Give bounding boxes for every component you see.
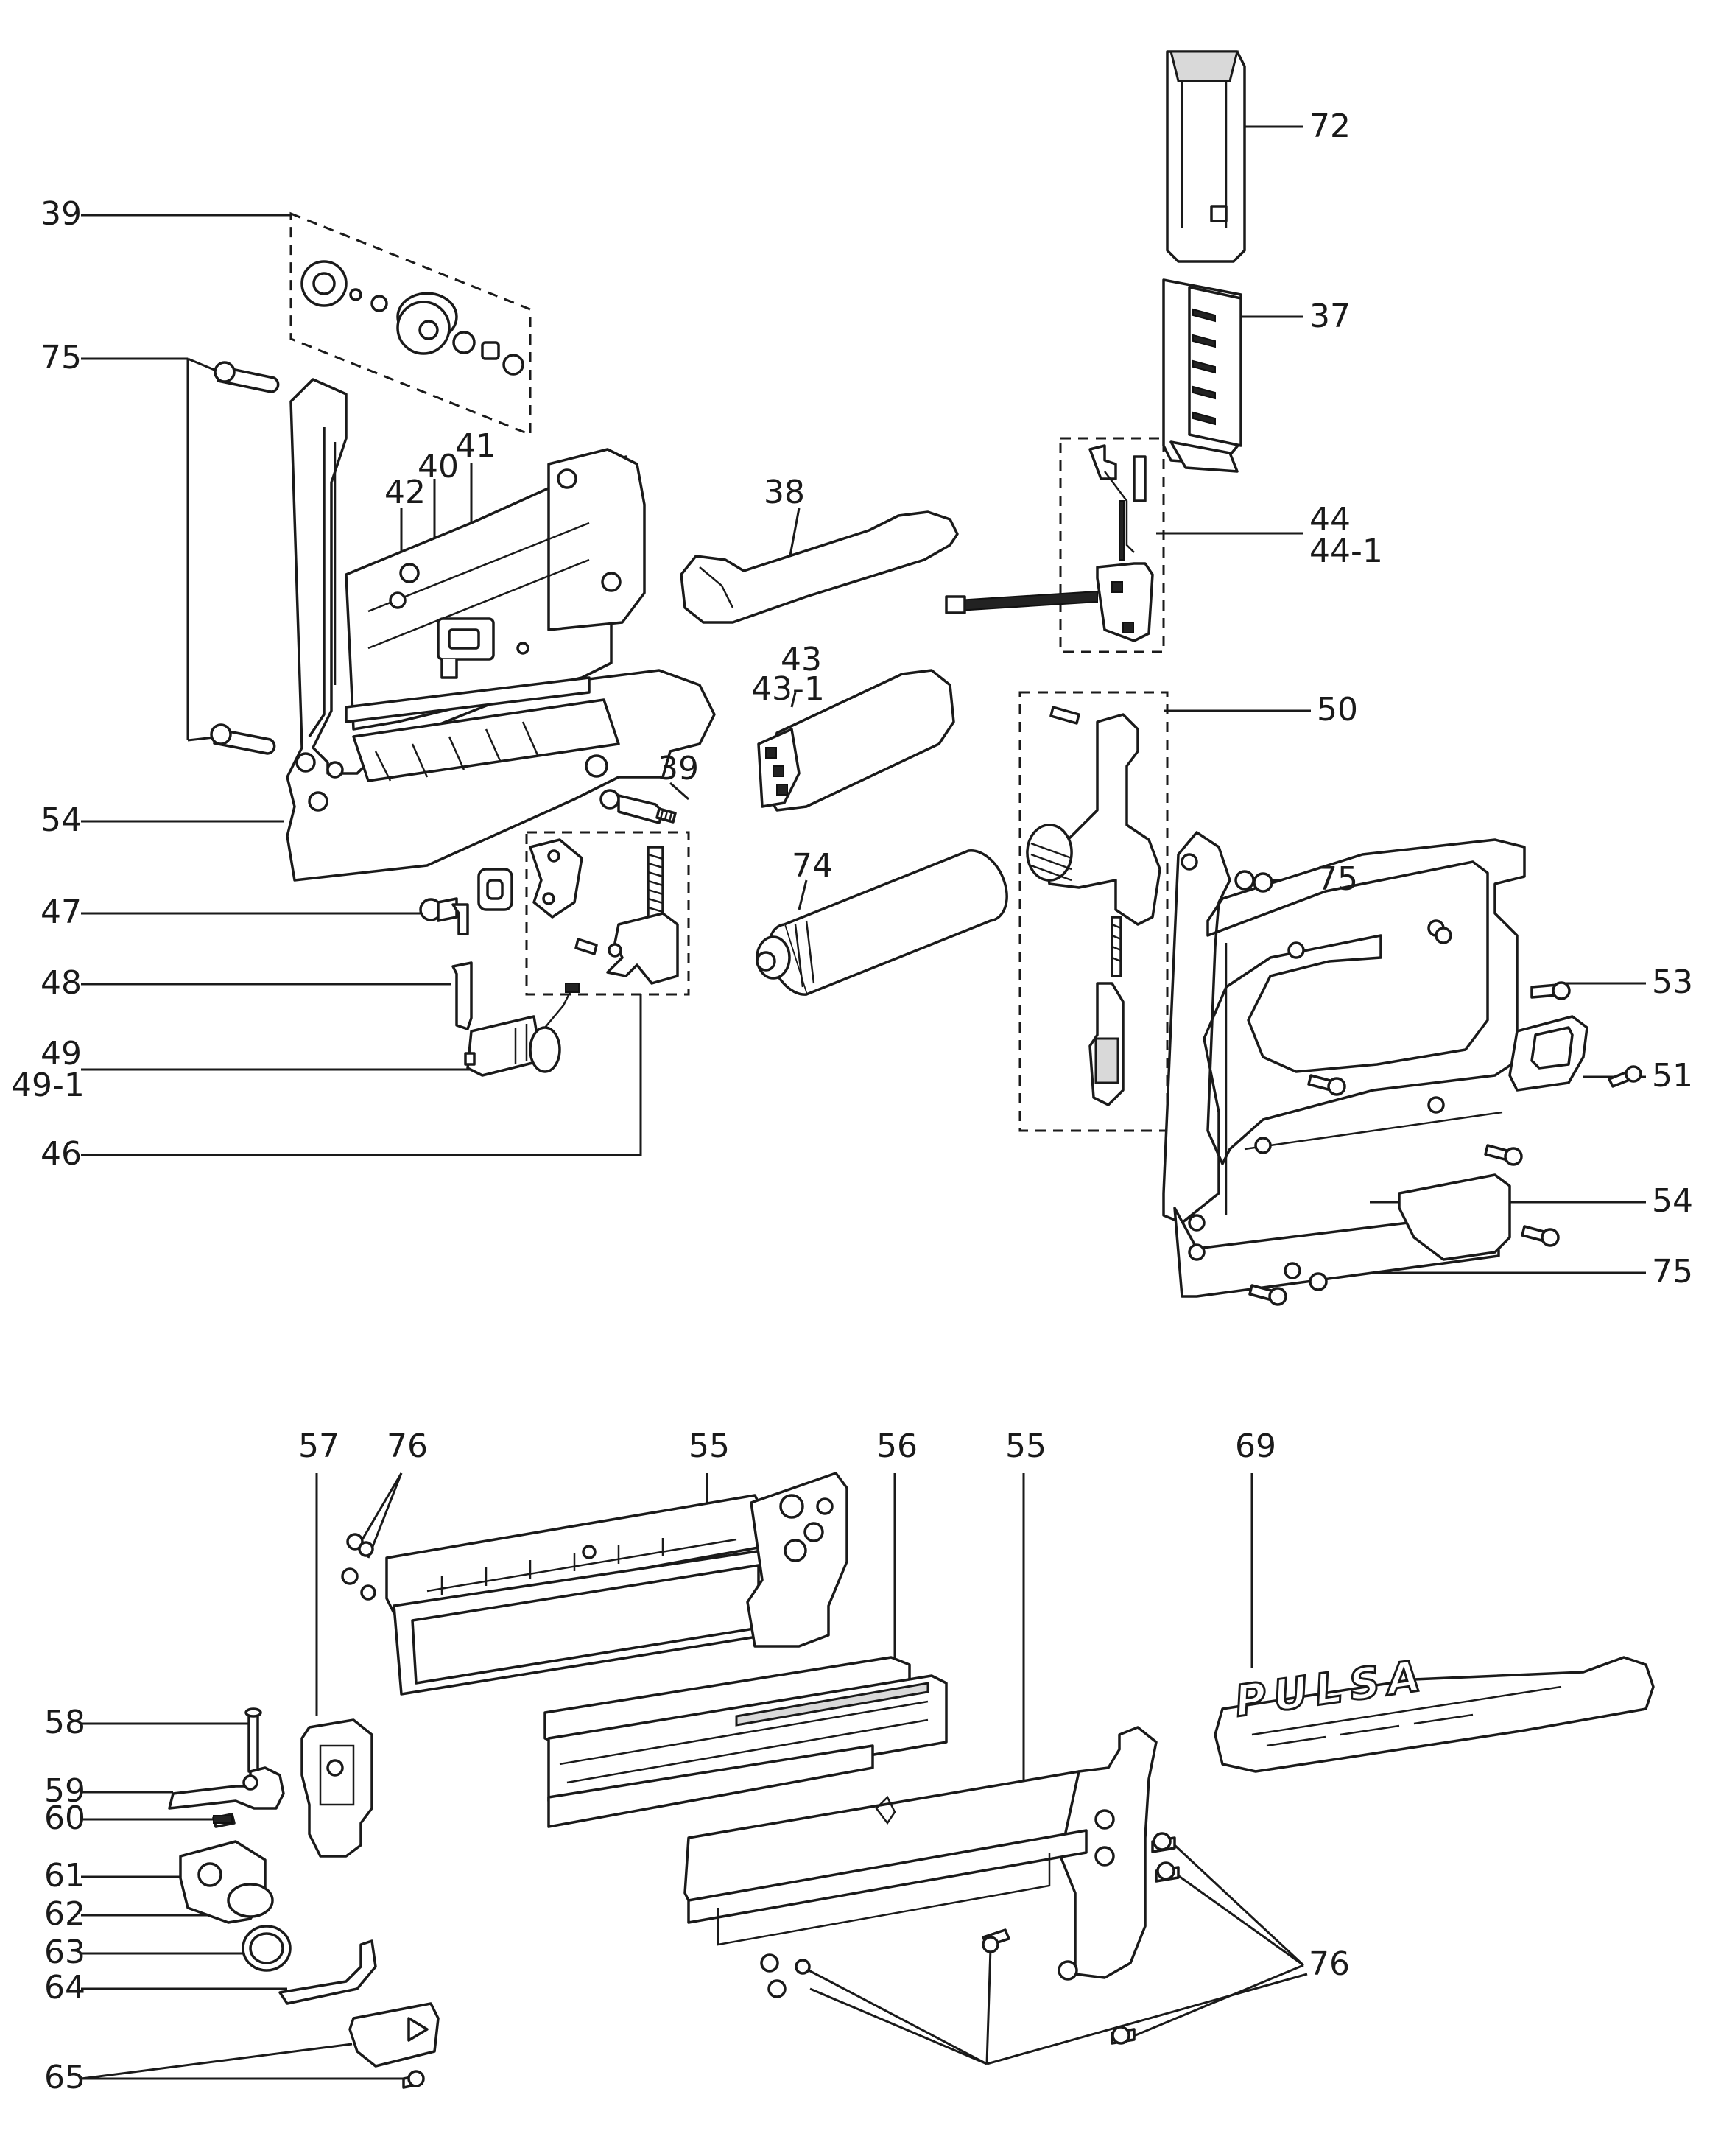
part-64-lever	[278, 1939, 377, 2005]
part-61-62-63-nozzle-assembly	[179, 1840, 292, 1972]
label-39: 39	[41, 195, 82, 233]
part-56-guide-channel	[543, 1656, 948, 1828]
label-63: 63	[44, 1934, 85, 1971]
label-41: 41	[455, 427, 496, 465]
label-49: 49	[41, 1035, 82, 1072]
label-58: 58	[44, 1704, 85, 1741]
label-43-1: 43-1	[751, 670, 825, 708]
part-number-labels: 39 75 42 40 41 39 54 47 48 49 49-1 46 38…	[11, 108, 1693, 2096]
label-39-screw: 39	[658, 750, 699, 787]
label-64: 64	[44, 1969, 85, 2006]
label-76-top: 76	[387, 1428, 428, 1465]
label-47: 47	[41, 893, 82, 931]
label-43: 43	[781, 641, 822, 678]
part-48-spring-sleeve	[451, 961, 473, 1030]
label-62: 62	[44, 1895, 85, 1933]
label-54-right: 54	[1652, 1182, 1693, 1220]
part-39-knob-assembly	[300, 260, 524, 376]
part-75-pins-left	[210, 361, 280, 755]
label-51: 51	[1652, 1057, 1693, 1095]
dashed-group-outlines	[289, 211, 1169, 1132]
label-49-1: 49-1	[11, 1067, 85, 1104]
part-49-sensor	[464, 983, 580, 1077]
part-76-screws-upper	[341, 1533, 376, 1601]
part-55-magazine-rail-upper	[385, 1472, 848, 1696]
part-43-battery	[757, 669, 955, 812]
label-75: 75	[41, 339, 82, 376]
part-69-pulsa-cover: PULSA	[1214, 1648, 1655, 1773]
part-55-magazine-rail-lower	[683, 1726, 1158, 1981]
part-58-pin	[244, 1707, 262, 1773]
part-40-41-42-switch	[437, 617, 495, 679]
label-48: 48	[41, 964, 82, 1002]
part-51-hook	[1508, 1015, 1588, 1092]
label-75-right-top: 75	[1317, 860, 1358, 898]
label-55-lower: 55	[1005, 1428, 1046, 1465]
label-37: 37	[1309, 298, 1351, 335]
label-74: 74	[792, 847, 833, 885]
label-57: 57	[298, 1428, 339, 1465]
label-54: 54	[41, 801, 82, 839]
label-46: 46	[41, 1135, 82, 1173]
label-69: 69	[1235, 1428, 1276, 1465]
part-54-housing-left-half	[286, 378, 716, 882]
label-65: 65	[44, 2059, 85, 2096]
label-60: 60	[44, 1799, 85, 1837]
label-50: 50	[1317, 691, 1358, 728]
label-56: 56	[876, 1428, 918, 1465]
label-44: 44	[1309, 501, 1351, 538]
part-39-screw-right	[599, 789, 677, 824]
part-72-battery-pack	[1166, 50, 1246, 263]
label-75-right-bottom: 75	[1652, 1253, 1693, 1291]
part-37-battery-terminal	[1162, 278, 1242, 473]
label-42: 42	[384, 474, 426, 511]
label-53: 53	[1652, 963, 1693, 1001]
part-44-circuit-board	[945, 444, 1154, 642]
part-38-handle-cover	[680, 510, 959, 624]
part-74-gas-cylinder	[756, 849, 1008, 996]
label-44-1: 44-1	[1309, 533, 1383, 570]
label-76-bottom: 76	[1309, 1945, 1350, 1983]
part-47-plunger	[419, 868, 513, 935]
label-59: 59	[44, 1772, 85, 1810]
label-72: 72	[1309, 108, 1351, 145]
label-40: 40	[418, 448, 459, 485]
part-46-trigger-assembly	[529, 838, 679, 985]
label-38: 38	[764, 474, 805, 511]
part-59-60-latch	[168, 1766, 285, 1828]
part-76-screws-lower	[760, 1832, 1180, 2045]
part-54-housing-right-half	[1162, 831, 1526, 1298]
screws-right-housing	[1234, 870, 1642, 1306]
part-50-trigger-subassembly	[1026, 706, 1161, 1106]
label-55-upper: 55	[689, 1428, 730, 1465]
label-61: 61	[44, 1857, 85, 1895]
part-57-clip-block	[300, 1718, 373, 1858]
part-65-contact-foot	[348, 2002, 440, 2089]
